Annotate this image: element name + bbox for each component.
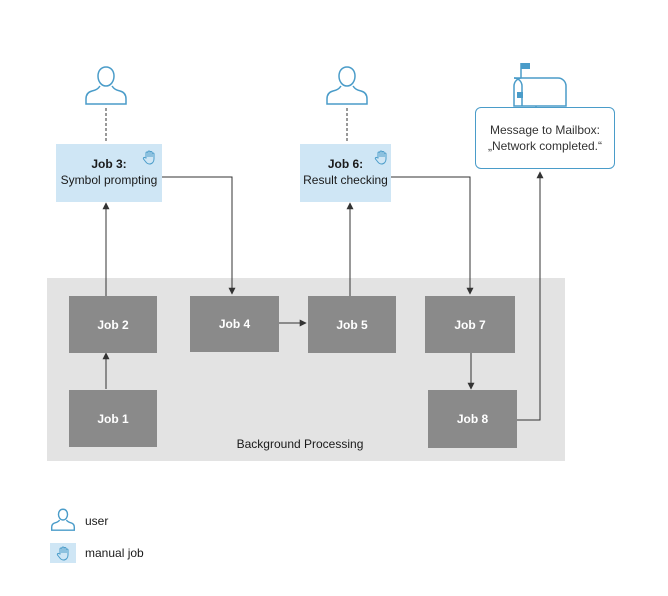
job-7: Job 7 [425,296,515,353]
user-icon [85,66,127,105]
job-3-title: Job 3: [91,157,127,171]
hand-icon [374,150,387,165]
message-line-1: Message to Mailbox: [489,123,601,137]
legend-user-label: user [85,514,109,528]
hand-icon [56,546,69,561]
job-6-manual: Job 6: Result checking [300,144,391,202]
arrow-job3-job4 [162,176,236,295]
job-8: Job 8 [428,390,517,448]
job-3-manual: Job 3: Symbol prompting [56,144,162,202]
hand-icon [142,150,155,165]
legend-user-icon [50,508,76,531]
legend-manual-swatch [50,543,76,563]
job-4: Job 4 [190,296,279,352]
message-line-2: „Network completed.“ [487,139,603,153]
arrow-job6-job7 [391,176,474,295]
job-6-title: Job 6: [327,157,364,171]
job-5: Job 5 [308,296,396,353]
legend-manual-label: manual job [85,546,144,560]
mailbox-icon [513,63,567,107]
user-icon [326,66,368,105]
background-processing-label: Background Processing [236,437,364,451]
job-1: Job 1 [69,390,157,447]
job-6-subtitle: Result checking [303,173,388,187]
job-3-subtitle: Symbol prompting [60,173,158,187]
job-2: Job 2 [69,296,157,353]
mailbox-message: Message to Mailbox: „Network completed.“ [475,107,615,169]
